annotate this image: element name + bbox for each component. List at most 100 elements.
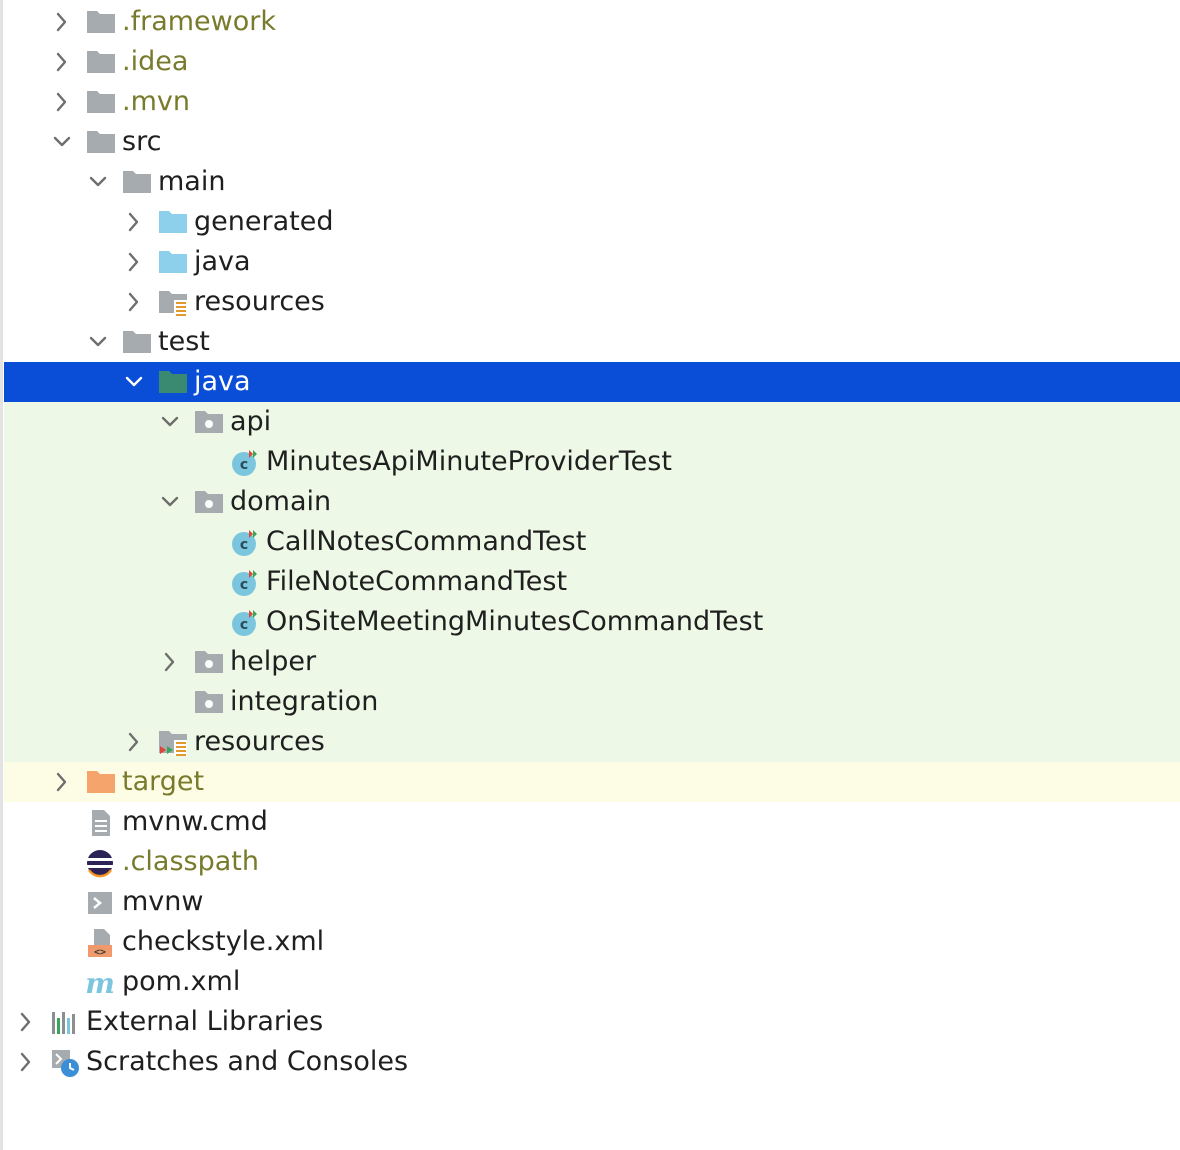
folder-gray-icon xyxy=(86,48,116,76)
tree-item-label: domain xyxy=(230,486,332,517)
tree-item-label: .classpath xyxy=(122,846,259,877)
tree-row[interactable]: target xyxy=(4,762,1180,802)
tree-row[interactable]: c FileNoteCommandTest xyxy=(4,562,1180,602)
tree-row[interactable]: c OnSiteMeetingMinutesCommandTest xyxy=(4,602,1180,642)
tree-item-label: test xyxy=(158,326,210,357)
folder-gray-icon xyxy=(122,168,152,196)
tree-row[interactable]: api xyxy=(4,402,1180,442)
tree-row[interactable]: test xyxy=(4,322,1180,362)
project-tree[interactable]: .framework .idea .mvn src main generated java r… xyxy=(4,2,1180,1082)
svg-text:m: m xyxy=(86,968,115,998)
folder-gray-icon xyxy=(122,328,152,356)
chevron-down-icon[interactable] xyxy=(158,410,182,434)
tree-item-label: checkstyle.xml xyxy=(122,926,325,957)
chevron-right-icon[interactable] xyxy=(50,10,74,34)
tree-item-label: resources xyxy=(194,726,325,757)
chevron-down-icon[interactable] xyxy=(122,370,146,394)
tree-row[interactable]: c MinutesApiMinuteProviderTest xyxy=(4,442,1180,482)
folder-blue-icon xyxy=(158,248,188,276)
tree-item-label: MinutesApiMinuteProviderTest xyxy=(266,446,672,477)
svg-text:c: c xyxy=(240,617,248,633)
tree-row[interactable]: generated xyxy=(4,202,1180,242)
tree-row[interactable]: helper xyxy=(4,642,1180,682)
chevron-down-icon[interactable] xyxy=(158,490,182,514)
tree-item-label: pom.xml xyxy=(122,966,241,997)
svg-text:c: c xyxy=(240,577,248,593)
resources-folder-icon xyxy=(158,288,188,316)
tree-row[interactable]: domain xyxy=(4,482,1180,522)
tree-item-label: FileNoteCommandTest xyxy=(266,566,568,597)
chevron-down-icon[interactable] xyxy=(86,330,110,354)
xml-file-icon: <> xyxy=(86,928,116,958)
package-icon xyxy=(194,688,224,716)
text-file-icon xyxy=(86,808,116,836)
tree-row[interactable]: .classpath xyxy=(4,842,1180,882)
scratches-icon xyxy=(50,1048,80,1077)
chevron-right-icon[interactable] xyxy=(50,50,74,74)
tree-item-label: .idea xyxy=(122,46,189,77)
tree-row[interactable]: resources xyxy=(4,722,1180,762)
test-class-icon: c xyxy=(230,568,260,596)
tree-item-label: main xyxy=(158,166,226,197)
chevron-right-icon[interactable] xyxy=(122,290,146,314)
svg-text:c: c xyxy=(240,457,248,473)
tree-item-label: java xyxy=(194,366,251,397)
tree-item-label: integration xyxy=(230,686,379,717)
chevron-right-icon[interactable] xyxy=(122,730,146,754)
eclipse-icon xyxy=(86,848,116,878)
folder-gray-icon xyxy=(86,128,116,156)
tree-item-label: resources xyxy=(194,286,325,317)
chevron-down-icon[interactable] xyxy=(50,130,74,154)
tree-item-label: .mvn xyxy=(122,86,190,117)
tree-row[interactable]: main xyxy=(4,162,1180,202)
tree-row[interactable]: java xyxy=(4,242,1180,282)
svg-text:<>: <> xyxy=(94,947,106,958)
tree-item-label: generated xyxy=(194,206,334,237)
tree-item-label: Scratches and Consoles xyxy=(86,1046,409,1077)
tree-row[interactable]: <> checkstyle.xml xyxy=(4,922,1180,962)
tree-item-label: target xyxy=(122,766,205,797)
tree-row[interactable]: src xyxy=(4,122,1180,162)
chevron-right-icon[interactable] xyxy=(50,90,74,114)
folder-orange-icon xyxy=(86,768,116,796)
shell-script-icon xyxy=(86,888,116,916)
svg-text:c: c xyxy=(240,537,248,553)
package-icon xyxy=(194,408,224,436)
tree-row[interactable]: mvnw.cmd xyxy=(4,802,1180,842)
test-class-icon: c xyxy=(230,528,260,556)
chevron-right-icon[interactable] xyxy=(122,210,146,234)
chevron-right-icon[interactable] xyxy=(14,1050,38,1074)
tree-item-label: OnSiteMeetingMinutesCommandTest xyxy=(266,606,764,637)
chevron-right-icon[interactable] xyxy=(122,250,146,274)
tree-item-label: .framework xyxy=(122,6,276,37)
tree-item-label: src xyxy=(122,126,162,157)
tree-row[interactable]: resources xyxy=(4,282,1180,322)
package-icon xyxy=(194,488,224,516)
folder-blue-icon xyxy=(158,208,188,236)
tree-row[interactable]: .idea xyxy=(4,42,1180,82)
test-class-icon: c xyxy=(230,448,260,476)
folder-gray-icon xyxy=(86,8,116,36)
tree-row[interactable]: .mvn xyxy=(4,82,1180,122)
tree-row[interactable]: java xyxy=(4,362,1180,402)
folder-gray-icon xyxy=(86,88,116,116)
chevron-right-icon[interactable] xyxy=(14,1010,38,1034)
tree-row[interactable]: .framework xyxy=(4,2,1180,42)
chevron-right-icon[interactable] xyxy=(158,650,182,674)
tree-item-label: java xyxy=(194,246,251,277)
tree-row[interactable]: mvnw xyxy=(4,882,1180,922)
chevron-right-icon[interactable] xyxy=(50,770,74,794)
tree-item-label: mvnw xyxy=(122,886,204,917)
maven-icon: m xyxy=(85,967,116,1000)
test-resources-folder-icon xyxy=(158,728,188,756)
tree-row[interactable]: integration xyxy=(4,682,1180,722)
chevron-down-icon[interactable] xyxy=(86,170,110,194)
tree-row[interactable]: External Libraries xyxy=(4,1002,1180,1042)
package-icon xyxy=(194,648,224,676)
tree-item-label: helper xyxy=(230,646,317,677)
tree-item-label: mvnw.cmd xyxy=(122,806,268,837)
tree-row[interactable]: Scratches and Consoles xyxy=(4,1042,1180,1082)
tree-item-label: api xyxy=(230,406,272,437)
